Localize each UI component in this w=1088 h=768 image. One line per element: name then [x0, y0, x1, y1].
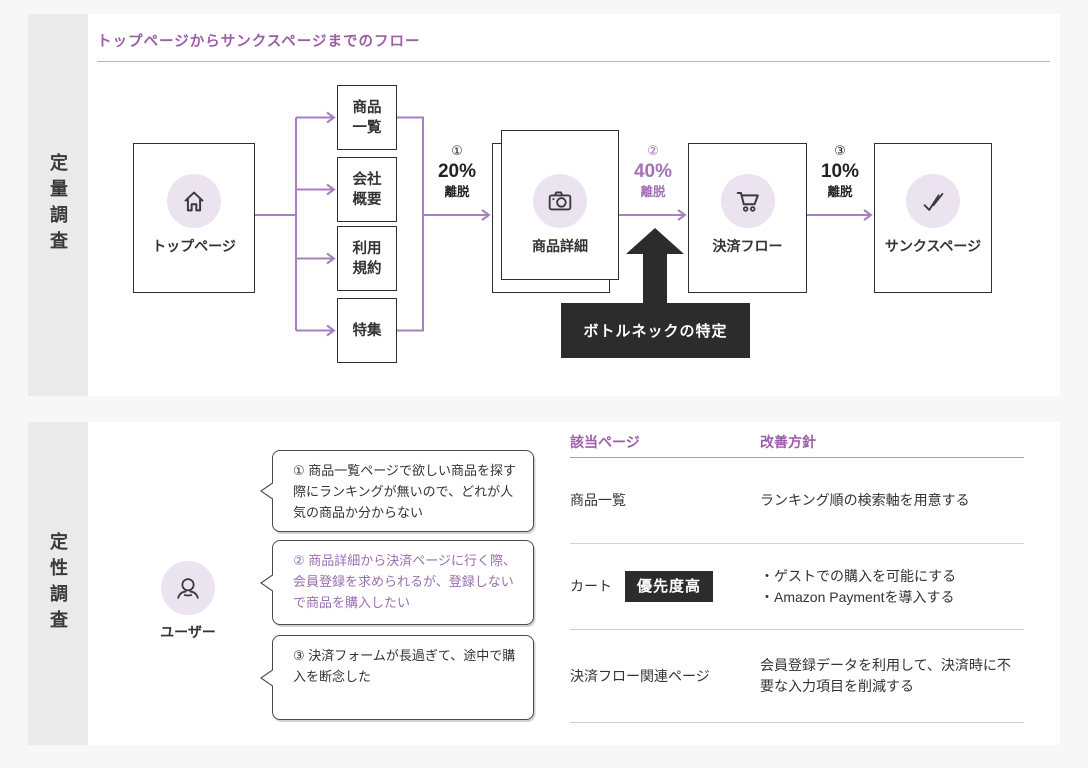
flow-panel: トップページからサンクスページまでのフロー	[88, 14, 1060, 396]
user-feedback-bubble-1: ① 商品一覧ページで欲しい商品を探す際にランキングが無いので、どれが人気の商品か…	[260, 450, 534, 532]
policy-text: ランキング順の検索軸を用意する	[760, 492, 970, 508]
dropoff-2: ② 40% 離脱	[608, 142, 698, 201]
flow-node-thanks: サンクスページ	[874, 143, 992, 293]
branch-company: 会社 概要	[337, 157, 397, 222]
table-row-page: 商品一覧	[570, 458, 760, 544]
branch-label-line: 会社	[352, 171, 382, 188]
branch-label-line: 一覧	[352, 119, 382, 136]
dropoff-number: ①	[451, 143, 463, 158]
policy-text: ・ゲストでの購入を可能にする	[760, 567, 957, 584]
user-label: ユーザー	[160, 624, 216, 640]
dropoff-percent: 10%	[820, 161, 860, 182]
quantitative-section: 定量調査 トップページからサンクスページまでのフロー	[28, 14, 1060, 396]
user-feedback-bubble-3: ③ 決済フォームが長過ぎて、途中で購入を断念した	[260, 635, 534, 720]
dropoff-word: 離脱	[444, 185, 470, 199]
dropoff-number: ②	[647, 143, 659, 158]
camera-icon	[533, 174, 587, 228]
flow-node-label: サンクスページ	[884, 238, 982, 254]
flow-node-label: トップページ	[152, 238, 236, 254]
dropoff-3: ③ 10% 離脱	[795, 142, 885, 201]
flow-node-label: 決済フロー	[712, 238, 783, 254]
table-row-policy: ランキング順の検索軸を用意する	[760, 458, 1024, 544]
home-icon	[167, 174, 221, 228]
page-name: 決済フロー関連ページ	[570, 667, 710, 684]
policy-text: ・Amazon Paymentを導入する	[760, 588, 955, 605]
user-icon	[161, 561, 215, 615]
policy-text: 会員登録データを利用して、決済時に不要な入力項目を削減する	[760, 657, 1011, 694]
table-header-policy: 改善方針	[760, 430, 1024, 458]
table-header-page: 該当ページ	[570, 430, 760, 458]
qualitative-panel: ユーザー ① 商品一覧ページで欲しい商品を探す際にランキングが無いので、どれが人…	[88, 422, 1060, 745]
bottleneck-up-arrow	[626, 228, 684, 305]
branch-label-line: 概要	[352, 191, 382, 208]
table-row-page: 決済フロー関連ページ	[570, 630, 760, 723]
branch-label-line: 規約	[352, 260, 382, 277]
qualitative-section: 定性調査 ユーザー ① 商品一覧ページで欲しい商品を探す際にランキングが無いので…	[28, 422, 1060, 745]
branch-label-line: 特集	[352, 322, 382, 339]
branch-feature: 特集	[337, 298, 397, 363]
flow-node-payment: 決済フロー	[688, 143, 807, 293]
dropoff-word: 離脱	[827, 185, 853, 199]
flow-node-top-page: トップページ	[133, 143, 255, 293]
page-name: 商品一覧	[570, 492, 626, 508]
flow-connectors	[255, 111, 873, 337]
cart-icon	[720, 174, 775, 228]
branch-label-line: 商品	[352, 99, 382, 116]
bubble-text: ① 商品一覧ページで欲しい商品を探す際にランキングが無いので、どれが人気の商品か…	[293, 463, 517, 520]
branch-terms: 利用 規約	[337, 226, 397, 291]
flow-node-label: 商品詳細	[532, 238, 588, 254]
qualitative-rail: 定性調査	[28, 422, 88, 745]
branch-label-line: 利用	[352, 240, 382, 257]
table-row-policy: 会員登録データを利用して、決済時に不要な入力項目を削減する	[760, 630, 1024, 723]
qualitative-rail-label: 定性調査	[48, 531, 68, 636]
table-row-policy: ・ゲストでの購入を可能にする ・Amazon Paymentを導入する	[760, 544, 1024, 630]
double-check-icon	[906, 174, 960, 228]
dropoff-number: ③	[834, 143, 846, 158]
user-feedback-bubble-2: ② 商品詳細から決済ページに行く際、会員登録を求められるが、登録しないで商品を購…	[260, 540, 534, 625]
dropoff-percent: 20%	[437, 161, 477, 182]
quantitative-rail: 定量調査	[28, 14, 88, 396]
dropoff-1: ① 20% 離脱	[412, 142, 502, 201]
bottleneck-callout: ボトルネックの特定	[561, 303, 750, 358]
bubble-text: ③ 決済フォームが長過ぎて、途中で購入を断念した	[293, 648, 516, 684]
table-row-page: カート 優先度高	[570, 544, 760, 630]
flow-title: トップページからサンクスページまでのフロー	[97, 30, 1050, 62]
dropoff-word: 離脱	[640, 185, 666, 199]
improvement-table: 該当ページ 改善方針 商品一覧 ランキング順の検索軸を用意する カート 優先度高…	[570, 430, 1024, 723]
branch-product-list: 商品 一覧	[337, 85, 397, 150]
priority-badge: 優先度高	[625, 571, 714, 602]
flow-node-product-detail: 商品詳細	[501, 130, 619, 280]
dropoff-percent: 40%	[633, 161, 673, 182]
bubble-text: ② 商品詳細から決済ページに行く際、会員登録を求められるが、登録しないで商品を購…	[293, 553, 517, 610]
quantitative-rail-label: 定量調査	[48, 153, 68, 257]
page-name: カート	[570, 578, 612, 594]
